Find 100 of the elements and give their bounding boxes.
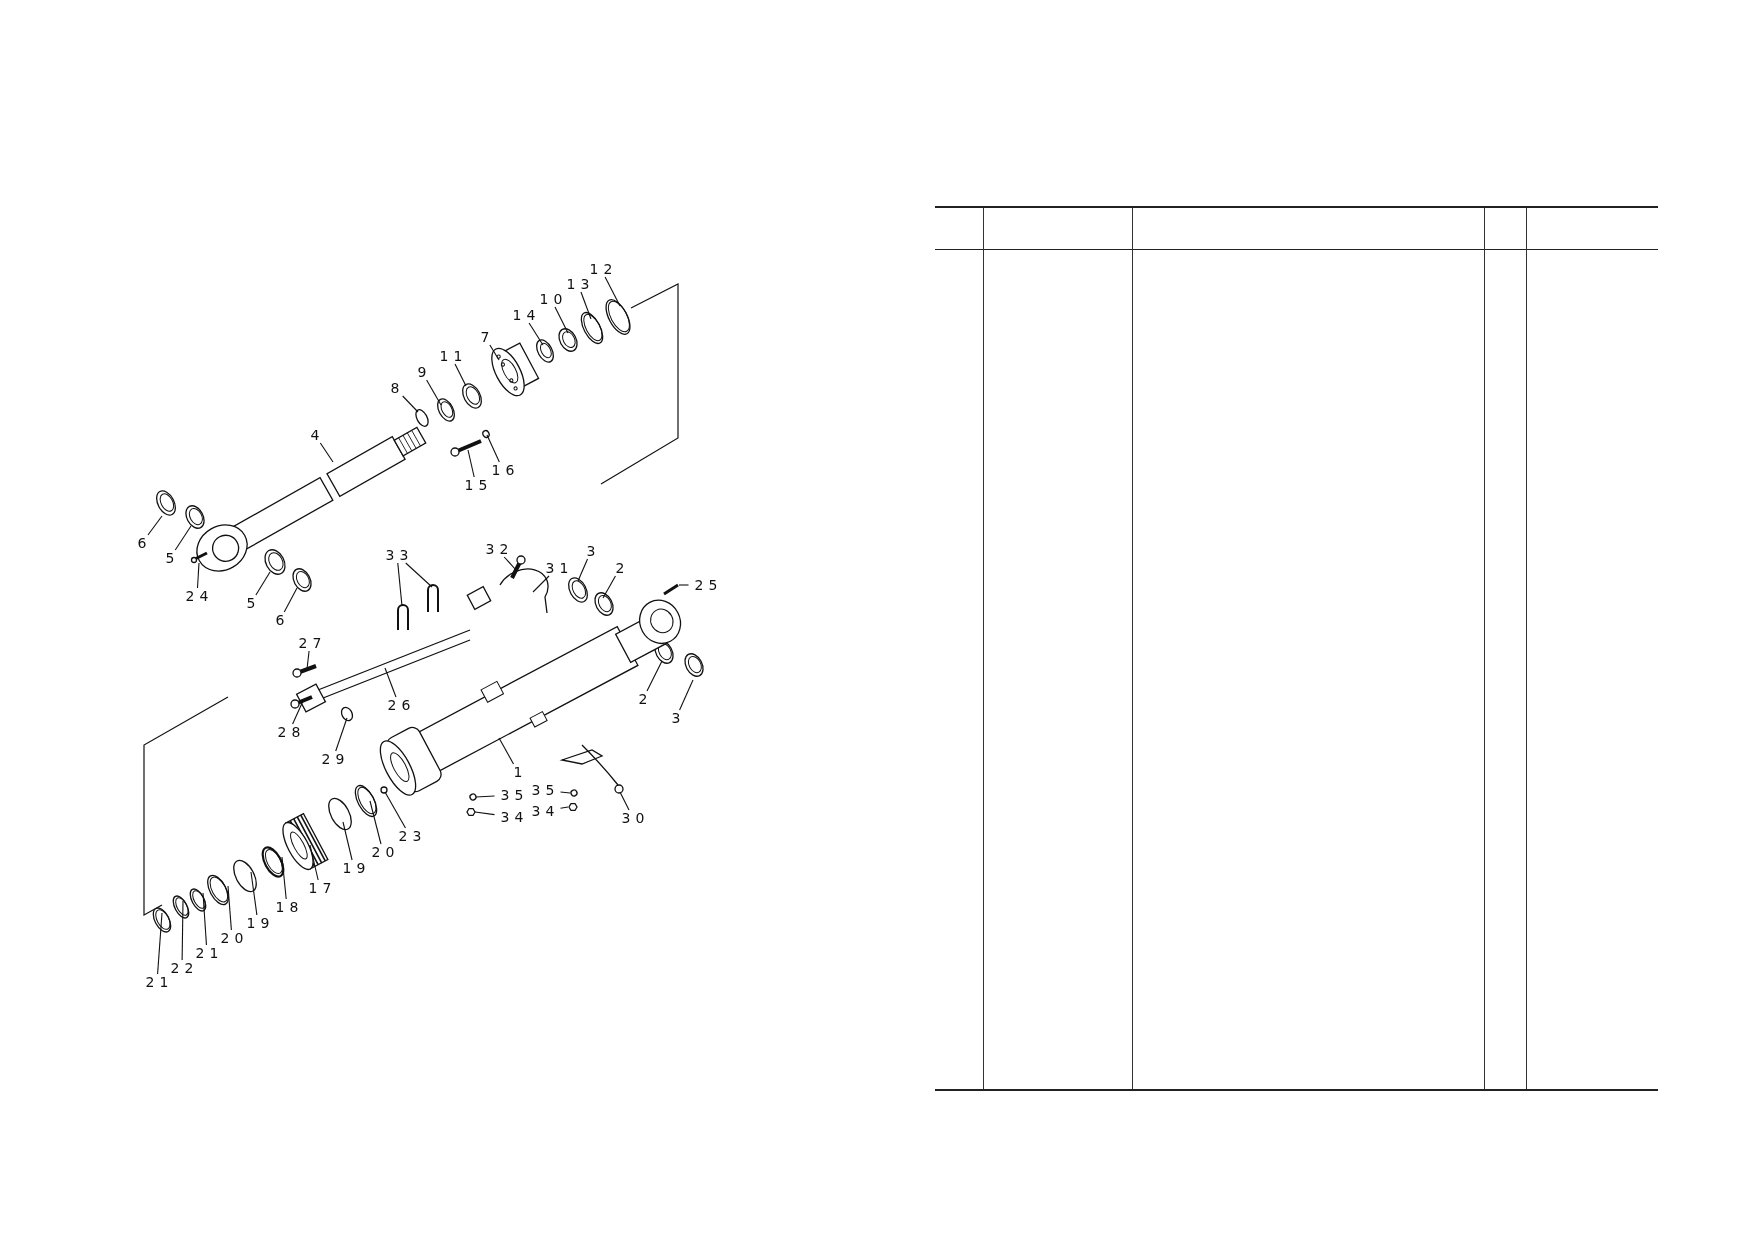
leader-line: [384, 791, 406, 829]
seal-ring: [570, 789, 578, 797]
callout-number: 6: [270, 612, 290, 628]
leader-line: [283, 587, 298, 613]
seal-ring: [264, 549, 286, 575]
callout-number: 21: [190, 945, 224, 961]
leader-line: [475, 795, 496, 798]
leader-line: [503, 556, 517, 571]
leader-line: [384, 667, 397, 698]
leader-line: [646, 660, 663, 692]
seal-ring: [482, 429, 490, 439]
callout-number: 28: [272, 724, 306, 740]
callout-number: 4: [305, 427, 325, 443]
leader-line: [292, 700, 304, 725]
callout-number: 11: [434, 348, 468, 364]
piston-rod: [196, 426, 427, 572]
leader-line: [309, 844, 319, 881]
nut: [568, 802, 578, 812]
grease-fitting: [190, 551, 208, 564]
leader-line: [454, 363, 467, 387]
leader-line: [474, 811, 496, 816]
callout-number: 26: [382, 697, 416, 713]
cylinder-head: [491, 342, 540, 397]
callout-number: 29: [316, 751, 350, 767]
seal-ring: [152, 907, 172, 933]
callout-number: 19: [337, 860, 371, 876]
callout-number: 3: [666, 710, 686, 726]
seal-ring: [261, 846, 285, 878]
callout-number: 20: [366, 844, 400, 860]
seal-ring: [354, 784, 378, 818]
leader-line: [157, 912, 163, 975]
leader-line: [405, 562, 433, 588]
seal-ring: [437, 398, 455, 422]
callout-number: 23: [393, 828, 427, 844]
seal-ring: [328, 797, 352, 831]
callout-number: 5: [241, 595, 261, 611]
callout-number: 35: [526, 782, 560, 798]
plug: [380, 786, 388, 794]
leader-line: [181, 900, 184, 961]
mounting-bracket: [561, 744, 624, 794]
bolt: [450, 439, 482, 457]
seal-ring: [415, 409, 429, 427]
leader-line: [489, 344, 500, 361]
callout-number: 17: [303, 880, 337, 896]
callout-number: 5: [160, 550, 180, 566]
callout-number: 27: [293, 635, 327, 651]
leader-line: [426, 379, 442, 406]
callout-number: 3: [581, 543, 601, 559]
seal-ring: [594, 592, 614, 616]
leader-line: [306, 650, 310, 670]
seal-ring: [156, 490, 176, 516]
callout-number: 12: [584, 261, 618, 277]
bolt: [510, 555, 526, 579]
seal-ring: [558, 328, 578, 352]
callout-number: 34: [495, 809, 529, 825]
callout-number: 8: [385, 380, 405, 396]
seal-ring: [189, 888, 207, 912]
callout-number: 34: [526, 803, 560, 819]
leader-line: [281, 856, 287, 900]
leader-line: [528, 322, 544, 346]
callout-number: 1: [508, 764, 528, 780]
seal-ring: [684, 653, 704, 677]
bolt: [292, 664, 317, 678]
leader-line: [147, 515, 163, 536]
leader-line: [559, 806, 569, 809]
leader-line: [602, 575, 616, 599]
leader-line: [196, 562, 200, 589]
leader-line: [498, 737, 515, 765]
seal-ring: [292, 568, 312, 592]
seal-ring: [568, 577, 588, 603]
leader-line: [202, 892, 207, 946]
leader-line: [397, 562, 403, 607]
seal-ring: [469, 793, 477, 801]
callout-number: 21: [140, 974, 174, 990]
seal-ring: [605, 299, 631, 335]
seal-ring: [340, 706, 354, 722]
leader-line: [678, 584, 690, 586]
leader-line: [369, 800, 382, 845]
pipe: [295, 585, 492, 713]
seal-ring: [462, 383, 482, 409]
callout-number: 25: [689, 577, 723, 593]
leader-line: [559, 791, 571, 794]
leader-line: [227, 885, 232, 931]
callout-number: 14: [507, 307, 541, 323]
callout-number: 13: [561, 276, 595, 292]
leader-line: [250, 871, 258, 916]
seal-ring: [233, 859, 257, 893]
callout-number: 32: [480, 541, 514, 557]
callout-number: 19: [241, 915, 275, 931]
callout-number: 2: [610, 560, 630, 576]
leader-line: [604, 276, 621, 307]
callout-number: 33: [380, 547, 414, 563]
callout-number: 7: [475, 329, 495, 345]
leader-line: [335, 717, 348, 752]
nut: [466, 807, 476, 817]
callout-number: 10: [534, 291, 568, 307]
callout-number: 2: [633, 691, 653, 707]
callout-number: 6: [132, 535, 152, 551]
callout-number: 15: [459, 477, 493, 493]
leader-line: [577, 558, 589, 582]
